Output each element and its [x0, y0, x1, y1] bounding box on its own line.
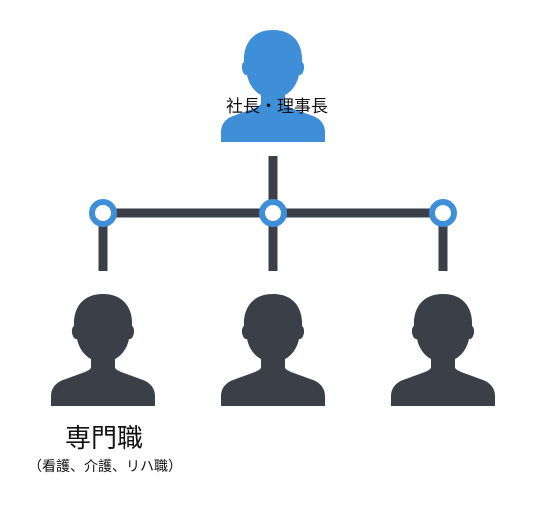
person-icon [221, 30, 325, 142]
president-label: 社長・理事長 [226, 97, 328, 117]
professional-title: 専門職 [64, 424, 143, 454]
junction-node-center [259, 199, 287, 227]
junction-node-left [89, 199, 117, 227]
staff-person-icon-center [221, 294, 325, 406]
professional-subtitle: （看護、介護、リハ職） [28, 459, 182, 475]
staff-person-icon-left [51, 294, 155, 406]
president-person-icon [221, 30, 325, 142]
junction-nodes [89, 199, 457, 227]
person-icon [391, 294, 495, 406]
person-icon [221, 294, 325, 406]
junction-node-right [429, 199, 457, 227]
person-icon [51, 294, 155, 406]
staff-person-icon-right [391, 294, 495, 406]
